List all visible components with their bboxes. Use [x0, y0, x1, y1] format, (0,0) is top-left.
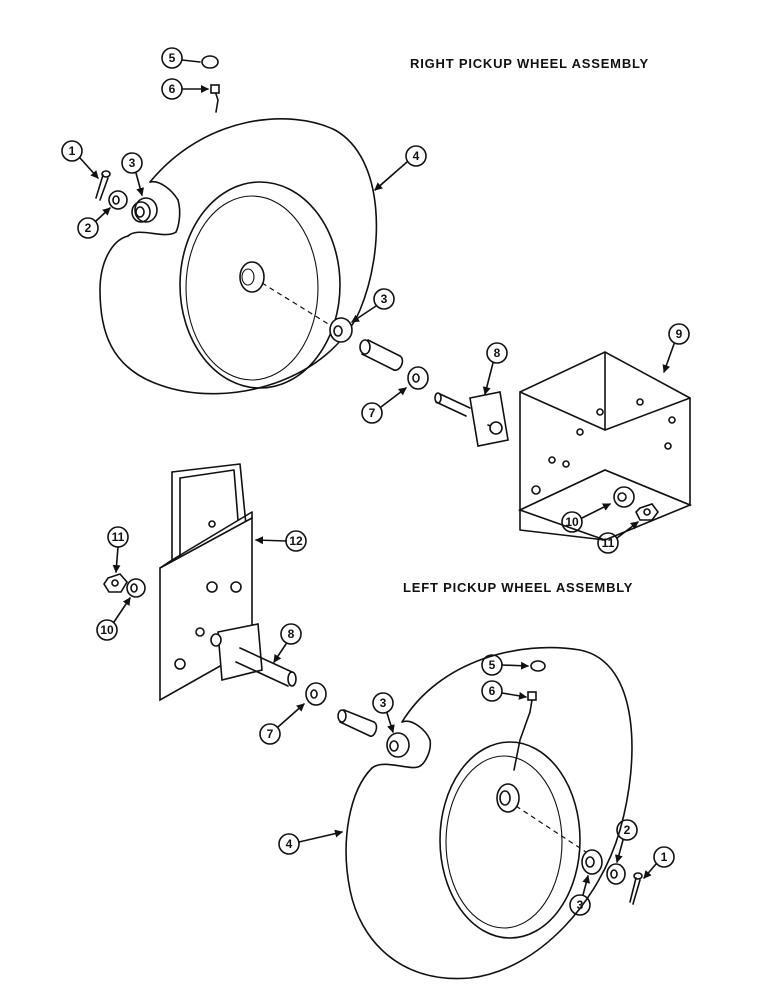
left-nut-11 [103, 573, 128, 593]
callout-r3b: 3 [351, 288, 395, 323]
callout-l1: 1 [643, 846, 675, 879]
right-washer-7 [407, 366, 429, 390]
svg-text:9: 9 [676, 327, 683, 341]
svg-text:4: 4 [286, 837, 293, 851]
right-valve-stem [210, 84, 220, 113]
callout-l2: 2 [614, 819, 638, 863]
svg-text:7: 7 [267, 727, 274, 741]
svg-text:6: 6 [169, 82, 176, 96]
right-rim-inner [185, 195, 319, 381]
left-cotter-pin [629, 872, 643, 905]
svg-text:1: 1 [69, 144, 76, 158]
svg-text:8: 8 [288, 627, 295, 641]
svg-text:2: 2 [85, 221, 92, 235]
svg-text:1: 1 [661, 850, 668, 864]
callout-r8: 8 [482, 342, 508, 395]
right-rim-outer [179, 181, 341, 389]
svg-text:3: 3 [129, 156, 136, 170]
svg-text:11: 11 [602, 536, 615, 550]
right-cotter-pin [95, 170, 111, 201]
callout-r5: 5 [161, 47, 201, 69]
right-wheel-assembly [95, 55, 693, 541]
right-bearing-inner [329, 317, 353, 343]
svg-text:5: 5 [169, 51, 176, 65]
right-callouts: 1 2 3 4 5 [61, 47, 690, 554]
svg-text:3: 3 [380, 696, 387, 710]
svg-text:10: 10 [565, 515, 579, 529]
callout-l5: 5 [481, 654, 529, 676]
callout-r3a: 3 [121, 152, 145, 196]
right-bracket [517, 351, 693, 541]
callout-r7: 7 [361, 387, 407, 424]
callout-l4: 4 [278, 829, 343, 855]
callout-l8: 8 [273, 623, 302, 663]
right-hub [239, 261, 265, 293]
svg-text:3: 3 [381, 292, 388, 306]
left-tire [345, 646, 633, 980]
svg-text:8: 8 [494, 346, 501, 360]
svg-text:10: 10 [100, 623, 114, 637]
right-spindle [434, 391, 509, 447]
svg-text:3: 3 [577, 898, 584, 912]
left-washer-10 [126, 578, 146, 598]
left-spindle [210, 623, 297, 687]
right-axis-line [261, 282, 331, 326]
left-washer-7 [305, 682, 327, 706]
callout-r10: 10 [561, 503, 611, 533]
callout-r6: 6 [161, 78, 209, 100]
callout-r4: 4 [374, 145, 427, 191]
callout-r11: 11 [597, 521, 639, 554]
callout-l7: 7 [259, 703, 305, 745]
left-spacer-tube [337, 709, 378, 737]
svg-text:11: 11 [112, 530, 125, 544]
right-spacer-tube [359, 339, 404, 371]
callout-l3b: 3 [569, 875, 591, 916]
left-axis-line [515, 805, 587, 853]
svg-text:5: 5 [489, 658, 496, 672]
right-washer-outer [108, 190, 128, 210]
left-callouts: 11 10 12 8 7 [96, 526, 675, 916]
callout-l10: 10 [96, 597, 131, 641]
right-tire [99, 118, 378, 395]
callout-l3a: 3 [372, 692, 395, 733]
left-valve-stem [513, 691, 537, 771]
left-rim-inner [445, 755, 563, 929]
svg-text:12: 12 [289, 534, 303, 548]
callout-r1: 1 [61, 140, 99, 179]
callout-l11: 11 [107, 526, 129, 573]
left-valve-cap [530, 660, 546, 672]
right-bearing-outer [134, 197, 158, 223]
right-nut-11 [635, 503, 659, 521]
svg-text:4: 4 [413, 149, 420, 163]
svg-text:6: 6 [489, 684, 496, 698]
right-washer-10 [613, 486, 635, 508]
left-bearing-inner [581, 849, 603, 875]
callout-l12: 12 [255, 530, 307, 552]
left-washer-2 [606, 863, 626, 885]
left-assembly-title: LEFT PICKUP WHEEL ASSEMBLY [403, 580, 634, 595]
svg-text:7: 7 [369, 406, 376, 420]
left-wheel-assembly [103, 463, 643, 980]
left-rim-outer [439, 741, 581, 939]
callout-r9: 9 [662, 323, 690, 373]
svg-text:2: 2 [624, 823, 631, 837]
callout-r2: 2 [77, 207, 111, 239]
right-valve-cap [201, 55, 219, 69]
callout-l6: 6 [481, 680, 527, 702]
right-assembly-title: RIGHT PICKUP WHEEL ASSEMBLY [410, 56, 650, 71]
